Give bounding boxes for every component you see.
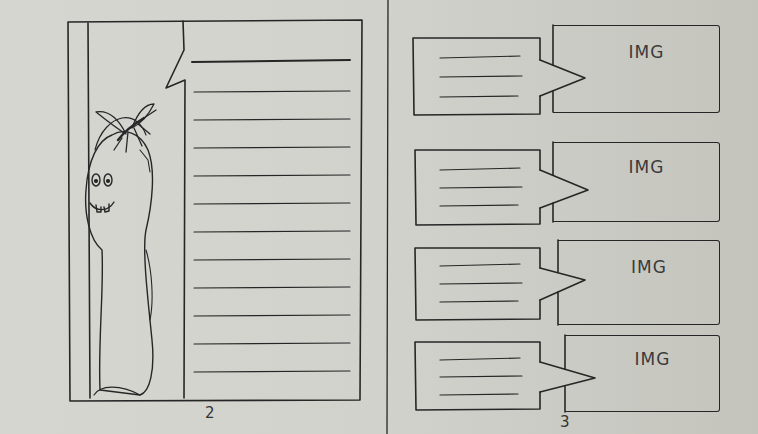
image-placeholder-text: IMG: [629, 157, 665, 177]
image-box: IMG: [553, 142, 720, 222]
page-number: 2: [205, 404, 215, 422]
mosquito: [96, 104, 156, 172]
image-placeholder-text: IMG: [635, 349, 671, 369]
cartoon-character: [86, 118, 153, 395]
text-panel-edge: [166, 21, 185, 398]
page-divider: [387, 0, 388, 434]
bubble-rows: [413, 25, 595, 412]
image-box: IMG: [553, 25, 720, 113]
text-lines: [192, 60, 350, 372]
page-number: 3: [560, 413, 570, 431]
text-lines: [440, 56, 522, 395]
image-placeholder-text: IMG: [631, 257, 667, 277]
image-placeholder-text: IMG: [629, 42, 665, 62]
page-frame: [68, 20, 362, 401]
image-box: IMG: [565, 335, 720, 412]
image-box: IMG: [558, 240, 720, 325]
frame-inner-line: [88, 23, 90, 398]
